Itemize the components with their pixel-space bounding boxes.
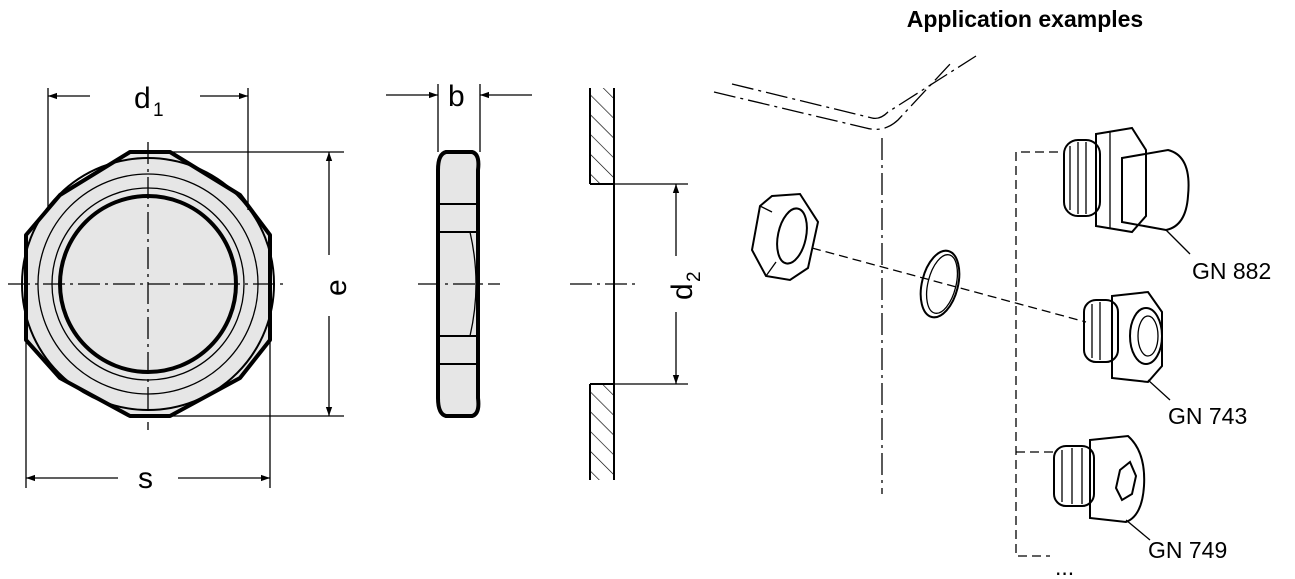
wall-hatch-top — [590, 88, 614, 184]
wall-perspective — [713, 55, 977, 494]
d2-label: d — [666, 283, 699, 300]
options-bracket — [1015, 151, 1058, 557]
nut-front-view — [8, 142, 288, 430]
dimension-b: b — [386, 80, 532, 152]
d2-subscript: 2 — [684, 271, 705, 282]
nut-side-view — [418, 150, 500, 418]
s-label: s — [138, 462, 153, 495]
dimension-s: s — [25, 340, 271, 495]
plug-gn749 — [1053, 434, 1151, 541]
lock-nut-3d — [750, 192, 820, 282]
lock-nut-body — [750, 192, 820, 282]
plug-gn882 — [1063, 126, 1191, 255]
dimension-d2: d 2 — [614, 183, 705, 385]
dimension-e: e — [160, 151, 353, 417]
part-label-gn882: GN 882 — [1192, 258, 1271, 284]
e-label: e — [320, 279, 353, 296]
part-label-gn749: GN 749 — [1148, 537, 1227, 563]
wall-edge-outer — [713, 61, 953, 131]
more-parts-ellipsis: ... — [1055, 554, 1074, 579]
d1-subscript: 1 — [153, 100, 164, 121]
lock-nut-bore — [776, 207, 808, 265]
dimension-d1: d 1 — [47, 82, 249, 210]
wall-hatch-bottom — [590, 384, 614, 480]
b-label: b — [448, 80, 465, 113]
plug-gn743 — [1083, 290, 1171, 401]
application-examples-title: Application examples — [907, 6, 1143, 32]
wall-section — [570, 88, 636, 480]
wall-edge-inner — [731, 55, 977, 120]
seal-ring — [919, 249, 961, 319]
part-label-gn743: GN 743 — [1168, 403, 1247, 429]
assembly-axis — [811, 247, 1087, 323]
d1-label: d — [134, 82, 151, 115]
